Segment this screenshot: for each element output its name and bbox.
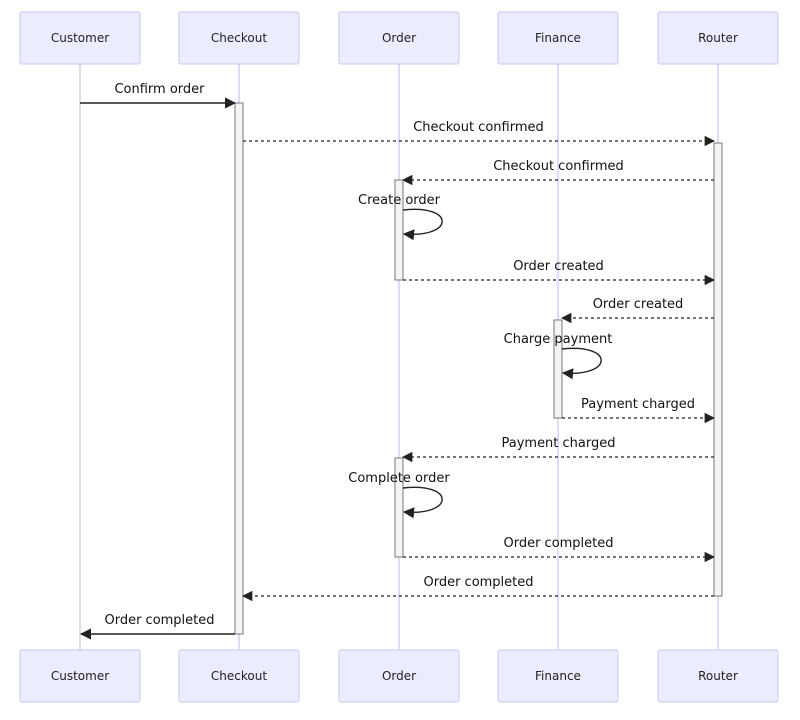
actor-box <box>19 649 141 703</box>
actor-order-top: Order <box>338 11 460 65</box>
actor-box <box>657 649 779 703</box>
message-label: Order completed <box>104 613 214 628</box>
message-label: Confirm order <box>114 82 205 97</box>
actor-finance-top: Finance <box>497 11 619 65</box>
actor-router-bottom: Router <box>657 649 779 703</box>
message-label: Charge payment <box>504 332 613 347</box>
message-charge-payment: Charge payment <box>504 332 613 380</box>
message-checkout-confirmed: Checkout confirmed <box>401 159 714 186</box>
message-order-created: Order created <box>560 297 714 324</box>
actor-box <box>657 11 779 65</box>
actor-label: Router <box>698 669 738 683</box>
message-label: Checkout confirmed <box>493 159 624 174</box>
message-order-completed: Order completed <box>79 613 235 640</box>
message-order-completed: Order completed <box>241 575 714 602</box>
message-confirm-order: Confirm order <box>80 82 237 109</box>
actor-label: Finance <box>535 669 581 683</box>
message-label: Create order <box>358 193 441 208</box>
actor-label: Customer <box>51 669 109 683</box>
actor-label: Router <box>698 31 738 45</box>
message-label: Payment charged <box>501 436 615 451</box>
actor-checkout-bottom: Checkout <box>178 649 300 703</box>
activation-bar-router <box>713 142 723 597</box>
message-label: Order created <box>513 259 604 274</box>
message-label: Checkout confirmed <box>413 120 544 135</box>
message-order-completed: Order completed <box>403 536 716 563</box>
actor-box <box>338 11 460 65</box>
message-checkout-confirmed: Checkout confirmed <box>243 120 716 147</box>
actor-box <box>19 11 141 65</box>
actor-box <box>338 649 460 703</box>
message-create-order: Create order <box>358 193 443 241</box>
activation-bar-checkout <box>234 102 244 635</box>
actor-customer-bottom: Customer <box>19 649 141 703</box>
actor-box <box>178 649 300 703</box>
actor-order-bottom: Order <box>338 649 460 703</box>
message-label: Complete order <box>348 471 450 486</box>
actor-router-top: Router <box>657 11 779 65</box>
actor-label: Checkout <box>211 31 267 45</box>
actor-label: Customer <box>51 31 109 45</box>
message-payment-charged: Payment charged <box>401 436 714 463</box>
message-payment-charged: Payment charged <box>562 397 716 424</box>
self-call-arrow <box>561 347 602 380</box>
actor-finance-bottom: Finance <box>497 649 619 703</box>
message-label: Payment charged <box>581 397 695 412</box>
actor-box <box>497 649 619 703</box>
message-complete-order: Complete order <box>348 471 450 519</box>
self-call-arrow <box>402 486 443 519</box>
message-order-created: Order created <box>403 259 716 286</box>
actor-label: Order <box>382 669 416 683</box>
actor-box <box>497 11 619 65</box>
message-label: Order completed <box>423 575 533 590</box>
self-call-arrow <box>402 208 443 241</box>
actor-checkout-top: Checkout <box>178 11 300 65</box>
actor-customer-top: Customer <box>19 11 141 65</box>
actor-label: Order <box>382 31 416 45</box>
message-label: Order completed <box>503 536 613 551</box>
actor-box <box>178 11 300 65</box>
message-label: Order created <box>593 297 684 312</box>
actor-label: Checkout <box>211 669 267 683</box>
actor-label: Finance <box>535 31 581 45</box>
